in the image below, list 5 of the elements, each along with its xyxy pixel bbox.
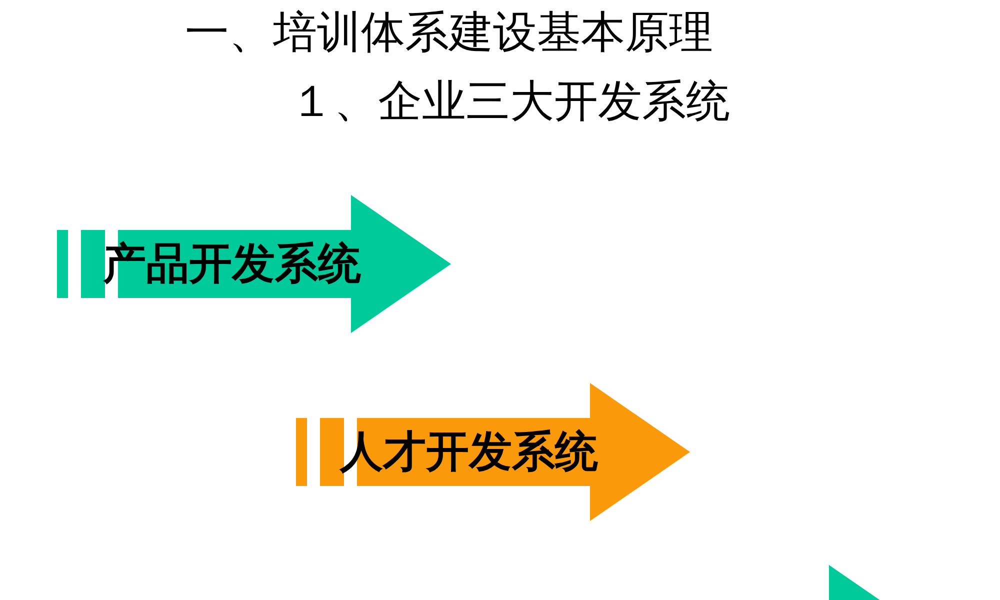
block-arrow (828, 565, 880, 600)
block-arrow (296, 383, 690, 521)
subtitle: １、企业三大开发系统 (290, 80, 730, 124)
block-arrow (57, 195, 451, 333)
title: 一、培训体系建设基本原理 (185, 11, 713, 55)
